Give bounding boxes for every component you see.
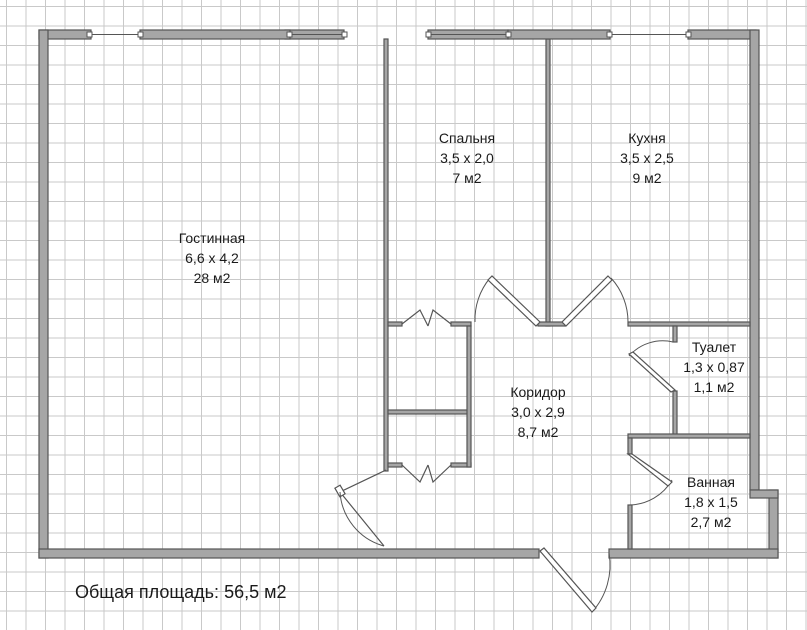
kitchen-label: Кухня 3,5 x 2,5 9 м2: [597, 128, 697, 188]
total-area-value: 56,5 м2: [224, 582, 287, 602]
bedroom-area: 7 м2: [452, 170, 482, 186]
bathroom-left-wall-lower: [627, 504, 633, 550]
toilet-name: Туалет: [691, 339, 737, 355]
living-room-label: Гостинная 6,6 x 4,2 28 м2: [162, 228, 262, 288]
bathroom-area: 2,7 м2: [690, 514, 732, 530]
corridor-top-wall-b: [627, 321, 751, 327]
kitchen-area: 9 м2: [632, 170, 662, 186]
closet-door-upper: [401, 308, 452, 327]
outer-wall-top-right: [687, 29, 757, 40]
kitchen-dims: 3,5 x 2,5: [620, 150, 674, 166]
total-area-label: Общая площадь:: [75, 582, 220, 602]
corridor-name: Коридор: [510, 384, 566, 400]
outer-wall-bottom-right: [608, 548, 779, 559]
door-entrance: [591, 552, 611, 613]
bathroom-left-wall: [627, 437, 633, 455]
outer-wall-bottom-left: [38, 548, 540, 559]
closet-middle-wall: [387, 409, 470, 415]
outer-wall-right-lower: [768, 489, 779, 559]
bedroom-label: Спальня 3,5 x 2,0 7 м2: [417, 128, 517, 188]
toilet-dims: 1,3 x 0,87: [683, 359, 745, 375]
bathroom-dims: 1,8 x 1,5: [684, 494, 738, 510]
closet-top-wall-right: [450, 321, 472, 327]
door-kitchen: [610, 277, 629, 323]
bathroom-top-wall: [627, 433, 751, 439]
toilet-label: Туалет 1,3 x 0,87 1,1 м2: [676, 337, 752, 397]
wall-bedroom-kitchen: [545, 38, 551, 327]
outer-wall-step: [749, 489, 779, 499]
total-area: Общая площадь: 56,5 м2: [75, 582, 286, 603]
toilet-left-wall-lower: [672, 390, 678, 437]
living-room-dims: 6,6 x 4,2: [185, 250, 239, 266]
door-bedroom: [474, 277, 491, 323]
bedroom-name: Спальня: [438, 130, 496, 146]
closet-door-lower: [401, 464, 452, 484]
corridor-dims: 3,0 x 2,9: [511, 404, 565, 420]
closet-right-wall: [466, 325, 472, 468]
toilet-area: 1,1 м2: [693, 379, 735, 395]
door-living: [339, 469, 387, 547]
bedroom-dims: 3,5 x 2,0: [440, 150, 494, 166]
outer-wall-right-upper: [749, 29, 760, 491]
window-kitchen: [507, 29, 611, 40]
corridor-top-wall-a: [537, 321, 566, 327]
toilet-left-wall: [672, 325, 678, 343]
corridor-area: 8,7 м2: [517, 424, 559, 440]
bathroom-name: Ванная: [687, 474, 735, 490]
bathroom-label: Ванная 1,8 x 1,5 2,7 м2: [666, 472, 756, 532]
window-living: [139, 29, 291, 40]
closet-top-wall: [387, 321, 403, 327]
outer-wall-left: [38, 29, 49, 559]
wall-living-bedroom: [383, 38, 389, 472]
closet-bottom-wall: [387, 462, 403, 468]
living-room-area: 28 м2: [193, 270, 231, 286]
living-room-name: Гостинная: [178, 230, 246, 246]
corridor-label: Коридор 3,0 x 2,9 8,7 м2: [488, 382, 588, 442]
kitchen-name: Кухня: [628, 130, 666, 146]
